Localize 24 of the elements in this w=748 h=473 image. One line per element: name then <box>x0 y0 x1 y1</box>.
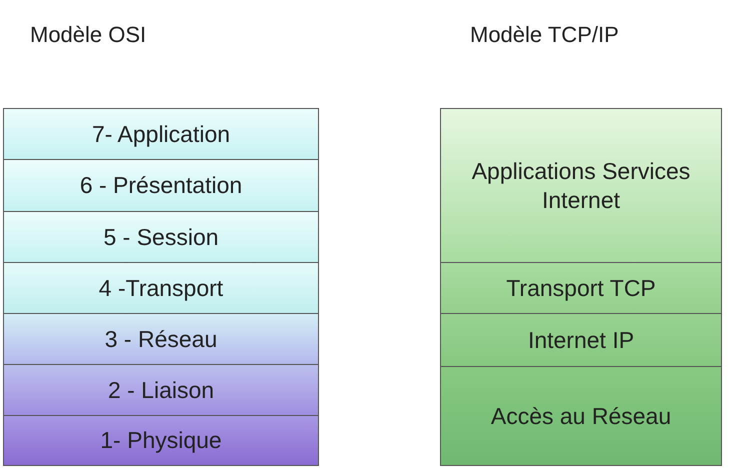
layer-label: 4 -Transport <box>98 274 224 302</box>
layer-box <box>3 415 319 466</box>
layer-label: 7- Application <box>92 120 230 148</box>
layer-box <box>440 366 722 466</box>
layer-box <box>3 159 319 212</box>
layer-label: 5 - Session <box>103 222 219 252</box>
layer-label: Internet IP <box>528 326 634 354</box>
layer-box <box>440 108 722 263</box>
layer-label: Applications Services Internet <box>470 156 692 214</box>
layer-label: 6 - Présentation <box>80 171 242 200</box>
layer-label: 1- Physique <box>100 426 222 455</box>
model-title: Modèle TCP/IP <box>470 22 619 48</box>
layer-label: 3 - Réseau <box>104 324 218 354</box>
layer-box <box>440 313 722 367</box>
layer-box <box>3 313 319 365</box>
layer-label: 2 - Liaison <box>108 376 214 404</box>
layer-label: Accès au Réseau <box>490 402 672 430</box>
layer-box <box>440 262 722 314</box>
layer-box <box>3 364 319 416</box>
model-title: Modèle OSI <box>30 22 146 48</box>
layer-label: Transport TCP <box>506 274 656 302</box>
layer-box <box>3 108 319 160</box>
layer-box <box>3 211 319 263</box>
layer-box <box>3 262 319 314</box>
